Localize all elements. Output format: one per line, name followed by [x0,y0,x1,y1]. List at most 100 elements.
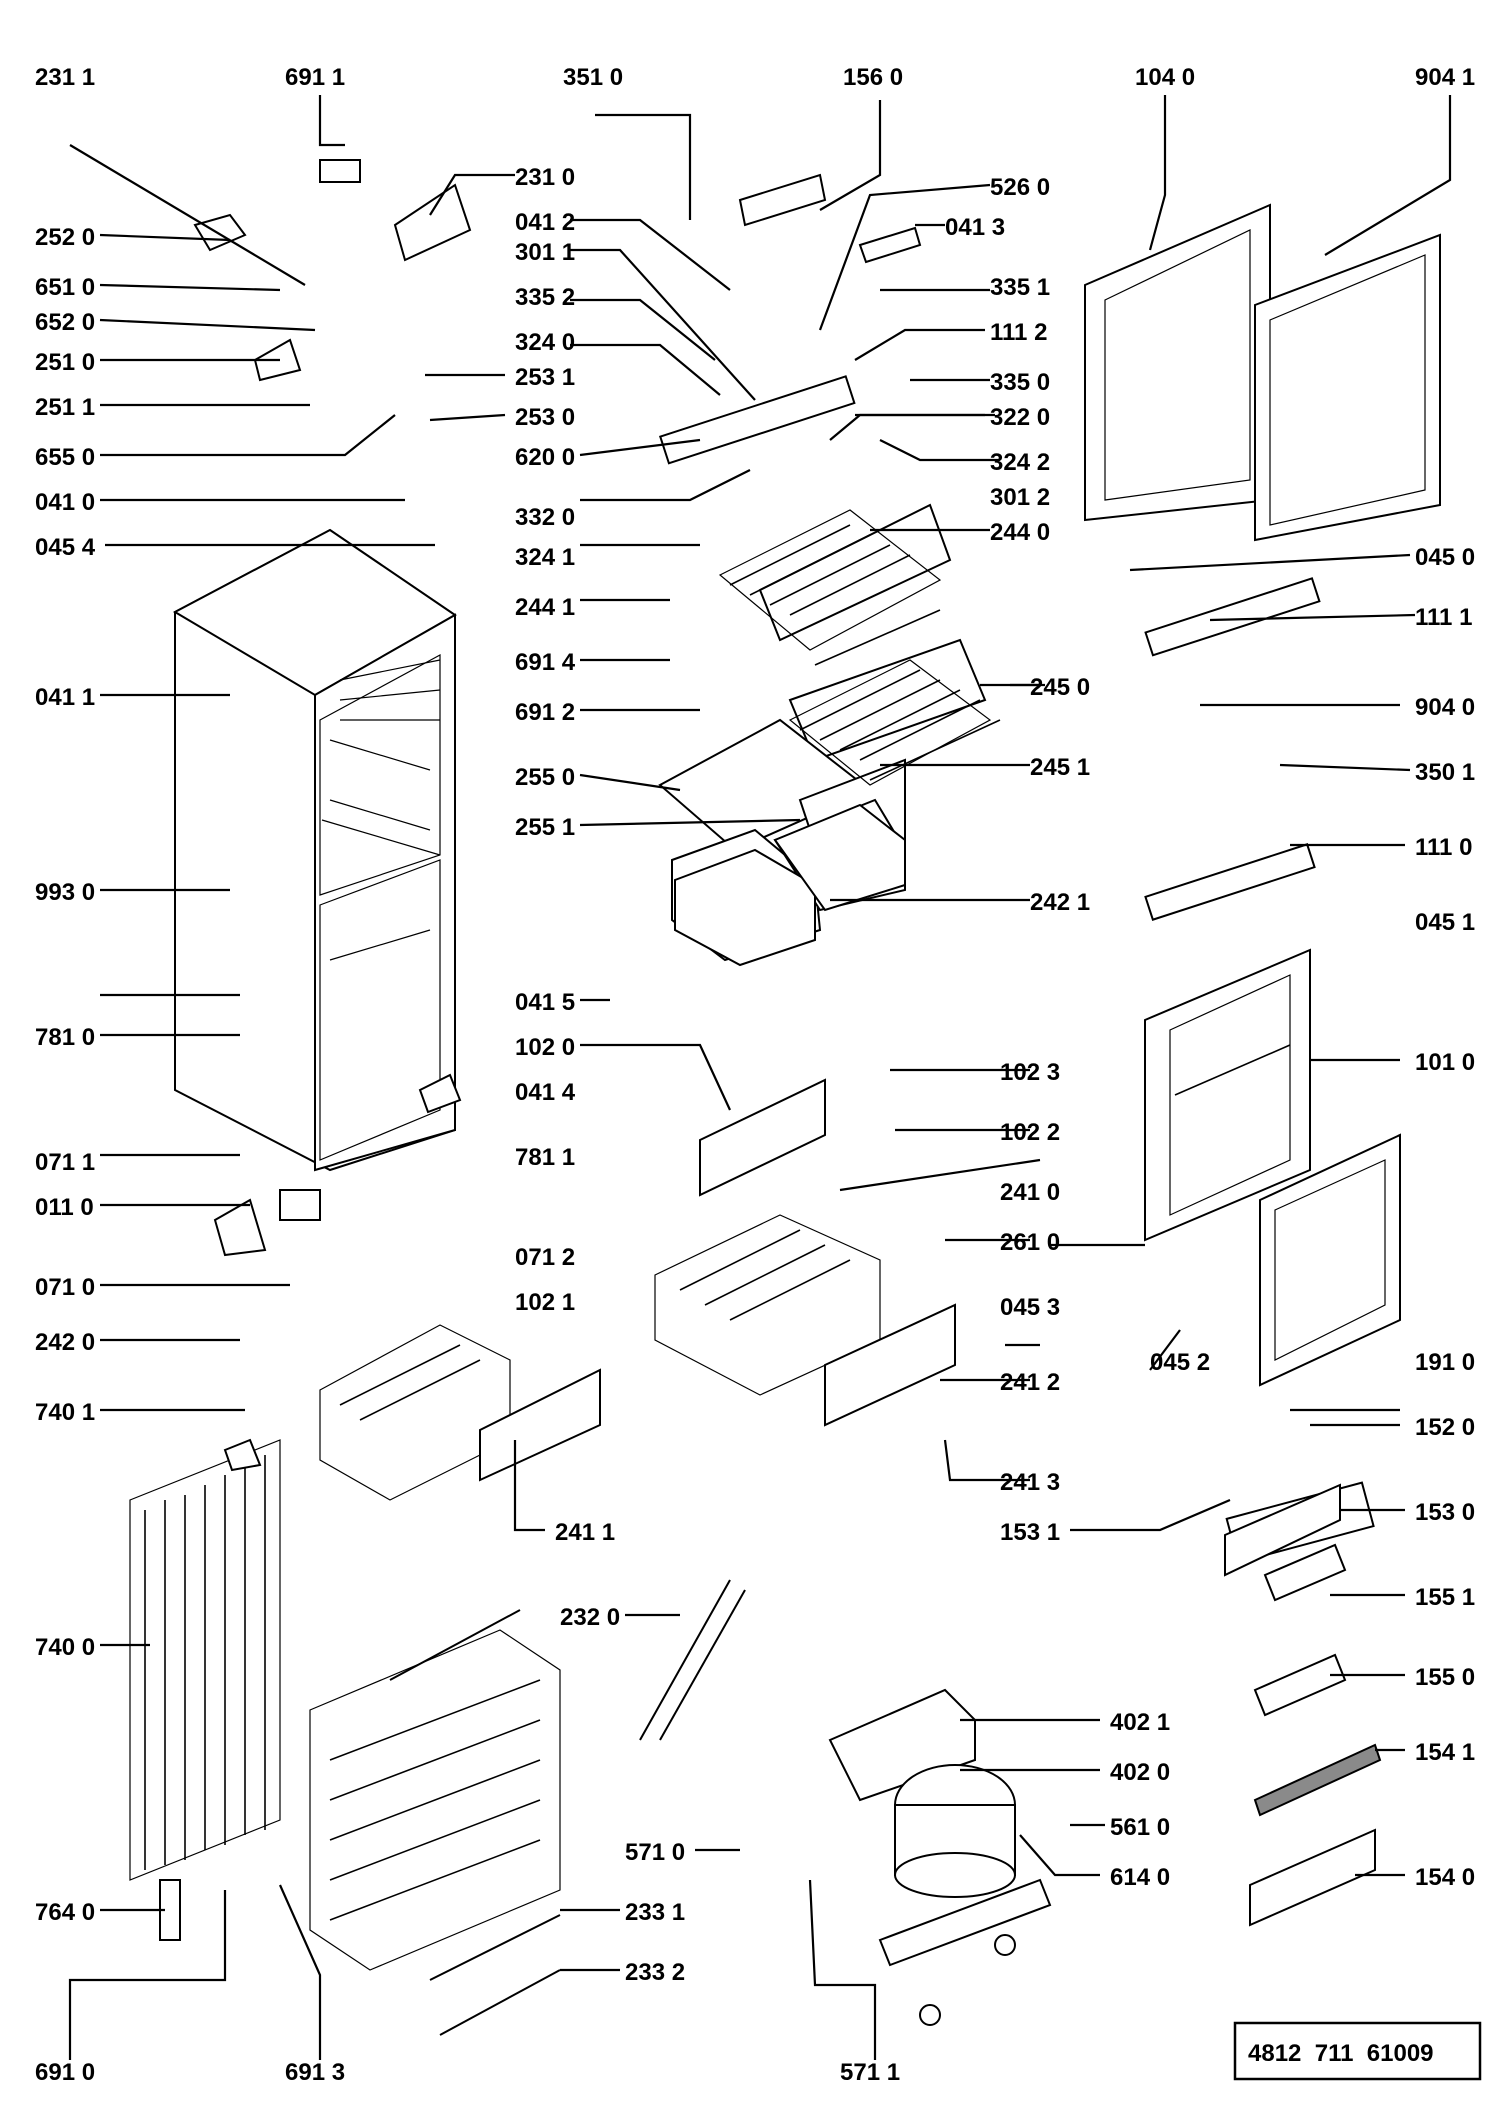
callout-691-4: 691 4 [515,649,576,676]
callout-322-0: 322 0 [990,404,1050,431]
callout-231-0: 231 0 [515,164,575,191]
callout-041-2: 041 2 [515,209,575,236]
drawing-number: 4812 711 61009 [1248,2040,1434,2067]
callout-252-0: 252 0 [35,224,95,251]
callout-154-0: 154 0 [1415,1864,1475,1891]
callout-156-0: 156 0 [843,64,903,91]
drawing-number-box: 4812 711 61009 [1233,2021,1482,2081]
callout-253-1: 253 1 [515,364,575,391]
callout-691-0: 691 0 [35,2059,95,2086]
callout-045-3: 045 3 [1000,1294,1060,1321]
callout-614-0: 614 0 [1110,1864,1170,1891]
callout-101-0: 101 0 [1415,1049,1475,1076]
callout-402-1: 402 1 [1110,1709,1170,1736]
callout-045-0: 045 0 [1415,544,1475,571]
callout-335-1: 335 1 [990,274,1050,301]
callout-301-1: 301 1 [515,239,575,266]
callout-255-1: 255 1 [515,814,575,841]
callout-764-0: 764 0 [35,1899,95,1926]
callout-241-1: 241 1 [555,1519,615,1546]
callout-045-1: 045 1 [1415,909,1475,936]
callout-571-1: 571 1 [840,2059,900,2086]
callout-526-0: 526 0 [990,174,1050,201]
callout-242-1: 242 1 [1030,889,1090,916]
callout-251-1: 251 1 [35,394,95,421]
callout-155-0: 155 0 [1415,1664,1475,1691]
callout-102-1: 102 1 [515,1289,575,1316]
callout-102-2: 102 2 [1000,1119,1060,1146]
callout-011-0: 011 0 [35,1194,94,1221]
callout-154-1: 154 1 [1415,1739,1475,1766]
callout-232-0: 232 0 [560,1604,620,1631]
callout-155-1: 155 1 [1415,1584,1475,1611]
callout-324-1: 324 1 [515,544,575,571]
callout-152-0: 152 0 [1415,1414,1475,1441]
callout-244-1: 244 1 [515,594,575,621]
callout-241-2: 241 2 [1000,1369,1060,1396]
callout-652-0: 652 0 [35,309,95,336]
callout-904-0: 904 0 [1415,694,1475,721]
callout-324-2: 324 2 [990,449,1050,476]
callout-102-3: 102 3 [1000,1059,1060,1086]
part-drawings [129,159,1441,2036]
callout-233-1: 233 1 [625,1899,685,1926]
callout-251-0: 251 0 [35,349,95,376]
callout-102-0: 102 0 [515,1034,575,1061]
callout-655-0: 655 0 [35,444,95,471]
evaporator [309,1629,561,1971]
callout-781-0: 781 0 [35,1024,95,1051]
callout-071-0: 071 0 [35,1274,95,1301]
callout-071-1: 071 1 [35,1149,95,1176]
compressor [828,1688,1052,2026]
freezer-baskets [319,1078,956,1501]
callout-245-0: 245 0 [1030,674,1090,701]
callout-233-2: 233 2 [625,1959,685,1986]
shelves [718,509,1001,786]
callout-993-0: 993 0 [35,879,95,906]
callout-labels: 231 1 691 1 351 0 156 0 104 0 904 1 231 … [35,64,1475,2086]
callout-691-3: 691 3 [285,2059,345,2086]
callout-255-0: 255 0 [515,764,575,791]
cabinet [172,528,457,1172]
callout-111-1: 111 1 [1415,604,1472,631]
callout-041-0: 041 0 [35,489,95,516]
callout-740-1: 740 1 [35,1399,95,1426]
leader-lines [68,95,1452,2060]
callout-904-1: 904 1 [1415,64,1475,91]
callout-253-0: 253 0 [515,404,575,431]
callout-241-0: 241 0 [1000,1179,1060,1206]
callout-191-0: 191 0 [1415,1349,1475,1376]
callout-335-2: 335 2 [515,284,575,311]
callout-740-0: 740 0 [35,1634,95,1661]
callout-332-0: 332 0 [515,504,575,531]
callout-104-0: 104 0 [1135,64,1195,91]
callout-041-3: 041 3 [945,214,1005,241]
callout-041-5: 041 5 [515,989,575,1016]
callout-041-4: 041 4 [515,1079,576,1106]
callout-071-2: 071 2 [515,1244,575,1271]
callout-571-0: 571 0 [625,1839,685,1866]
callout-301-2: 301 2 [990,484,1050,511]
callout-781-1: 781 1 [515,1144,575,1171]
callout-351-0: 351 0 [563,64,623,91]
callout-620-0: 620 0 [515,444,575,471]
callout-335-0: 335 0 [990,369,1050,396]
callout-324-0: 324 0 [515,329,575,356]
callout-244-0: 244 0 [990,519,1050,546]
callout-241-3: 241 3 [1000,1469,1060,1496]
callout-402-0: 402 0 [1110,1759,1170,1786]
callout-111-0: 111 0 [1415,834,1472,861]
condenser [129,1439,281,1881]
callout-561-0: 561 0 [1110,1814,1170,1841]
callout-045-4: 045 4 [35,534,96,561]
callout-045-2: 045 2 [1150,1349,1210,1376]
doors [1084,203,1441,1387]
callout-350-1: 350 1 [1415,759,1475,786]
callout-153-0: 153 0 [1415,1499,1475,1526]
callout-153-1: 153 1 [1000,1519,1060,1546]
callout-041-1: 041 1 [35,684,95,711]
callout-231-1: 231 1 [35,64,95,91]
callout-261-0: 261 0 [1000,1229,1060,1256]
callout-242-0: 242 0 [35,1329,95,1356]
